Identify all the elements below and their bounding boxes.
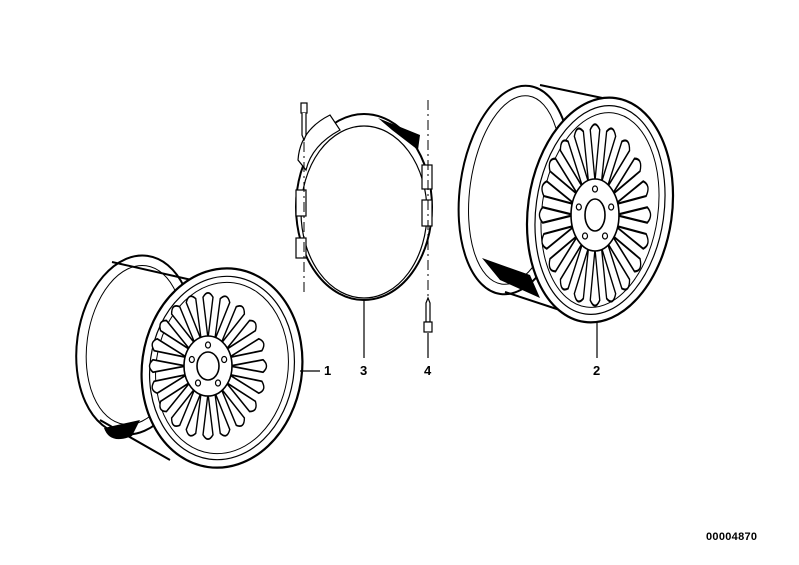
bolt-hole bbox=[204, 341, 212, 349]
document-number: 00004870 bbox=[706, 531, 758, 543]
bolt-hole bbox=[214, 379, 222, 387]
bolt-4 bbox=[423, 100, 433, 333]
bolt-hole bbox=[608, 203, 615, 211]
callout-1: 1 bbox=[324, 363, 332, 378]
callout-3: 3 bbox=[360, 363, 368, 378]
bolt-hole bbox=[601, 232, 609, 240]
bolt-hole bbox=[188, 355, 195, 364]
bolt-top bbox=[300, 102, 308, 295]
alloy-wheel-2 bbox=[457, 84, 675, 324]
bolt-hole bbox=[575, 203, 582, 211]
bolt-hole bbox=[221, 355, 228, 364]
bolt-hole bbox=[591, 185, 599, 193]
bolt-hole bbox=[581, 232, 589, 240]
alloy-wheel-1 bbox=[75, 254, 304, 469]
trim-ring-3 bbox=[295, 113, 433, 301]
callout-2: 2 bbox=[593, 363, 601, 378]
bolt-hole bbox=[194, 379, 202, 387]
callout-4: 4 bbox=[424, 363, 432, 378]
